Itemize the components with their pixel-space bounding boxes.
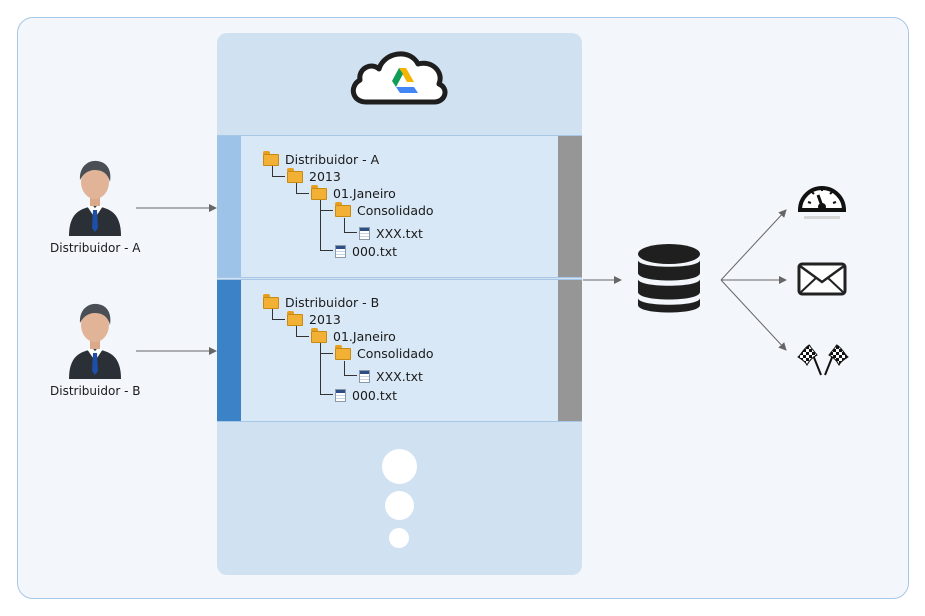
folder-icon: [287, 310, 303, 326]
user-label-b: Distribuidor - B: [50, 384, 141, 398]
database-icon: [638, 244, 700, 313]
tree-sync-bar-a: [558, 136, 582, 277]
tree-folder-root[interactable]: Distribuidor - B: [263, 293, 379, 310]
tree-connector: [296, 183, 309, 194]
text-file-icon: [335, 389, 346, 402]
tree-connector: [344, 218, 357, 233]
tree-folder-root[interactable]: Distribuidor - A: [263, 150, 379, 167]
tree-stripe-b: [217, 280, 241, 421]
tree-connector: [272, 166, 285, 177]
arrow-to-flags: [720, 279, 787, 351]
tree-folder-consolidado[interactable]: Consolidado: [335, 201, 434, 218]
tree-folder-year[interactable]: 2013: [287, 310, 341, 327]
tree-connector: [320, 353, 333, 395]
folder-icon: [311, 327, 327, 343]
checkered-flags-icon: [797, 344, 849, 376]
tree-connector: [344, 361, 357, 376]
tree-connector: [320, 210, 333, 251]
tree-folder-month[interactable]: 01.Janeiro: [311, 184, 396, 201]
gauge-icon: [797, 186, 847, 219]
folder-icon: [335, 201, 351, 217]
folder-icon: [263, 150, 279, 166]
folder-icon: [335, 344, 351, 360]
ellipsis-dot: [385, 491, 414, 520]
cloud-drive-icon: [350, 51, 448, 105]
tree-folder-consolidado[interactable]: Consolidado: [335, 344, 434, 361]
tree-folder-year[interactable]: 2013: [287, 167, 341, 184]
tree-stripe-a: [217, 136, 241, 277]
folder-icon: [311, 184, 327, 200]
tree-folder-month[interactable]: 01.Janeiro: [311, 327, 396, 344]
envelope-icon: [797, 262, 847, 296]
user-label-a: Distribuidor - A: [50, 241, 141, 255]
tree-connector: [296, 326, 309, 337]
folder-icon: [263, 293, 279, 309]
businessman-icon: [69, 160, 121, 236]
text-file-icon: [359, 370, 370, 383]
tree-connector: [320, 343, 333, 354]
folder-icon: [287, 167, 303, 183]
businessman-icon: [69, 303, 121, 379]
text-file-icon: [335, 245, 346, 258]
tree-file-xxx[interactable]: XXX.txt: [359, 369, 423, 384]
ellipsis-dot: [389, 528, 409, 548]
tree-file-000[interactable]: 000.txt: [335, 244, 397, 259]
tree-connector: [272, 309, 285, 320]
tree-sync-bar-b: [558, 280, 582, 421]
ellipsis-dot: [382, 449, 417, 484]
tree-file-000[interactable]: 000.txt: [335, 388, 397, 403]
arrow-to-gauge: [720, 209, 787, 281]
tree-file-xxx[interactable]: XXX.txt: [359, 226, 423, 241]
tree-connector: [320, 200, 333, 211]
text-file-icon: [359, 227, 370, 240]
